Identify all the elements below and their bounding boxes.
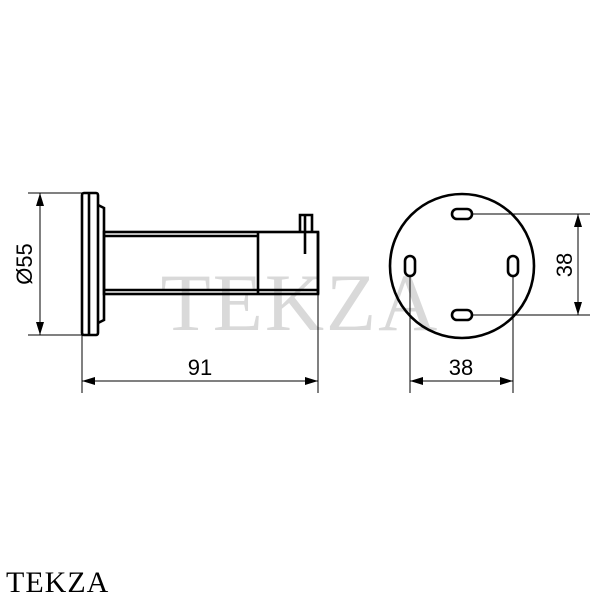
- vertical-spacing-label: 38: [552, 253, 577, 277]
- watermark-text: TEKZA: [161, 257, 440, 348]
- h38-arrow-right: [500, 377, 513, 385]
- slot-top: [450, 207, 474, 221]
- h38-arrow-left: [410, 377, 423, 385]
- depth-arrow-left: [82, 377, 95, 385]
- slot-bottom: [450, 308, 474, 322]
- front-view: 38 38: [388, 192, 590, 393]
- v38-arrow-top: [574, 214, 582, 227]
- depth-arrow-right: [305, 377, 318, 385]
- dia-arrow-bottom: [36, 322, 44, 335]
- mounting-plate: [388, 192, 536, 340]
- depth-label: 91: [188, 355, 212, 380]
- diameter-label: Ø55: [12, 243, 37, 285]
- side-view: Ø55 91: [12, 191, 320, 393]
- horizontal-spacing-label: 38: [449, 355, 473, 380]
- v38-arrow-bottom: [574, 302, 582, 315]
- dia-arrow-top: [36, 193, 44, 206]
- slot-right: [506, 254, 520, 278]
- brand-label: TEKZA: [6, 566, 110, 599]
